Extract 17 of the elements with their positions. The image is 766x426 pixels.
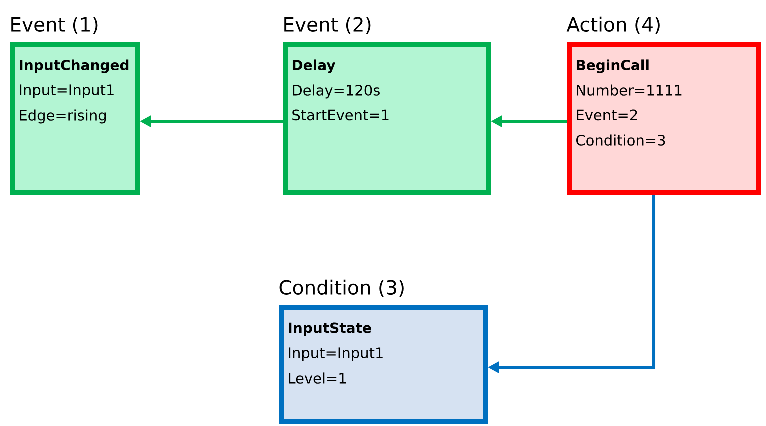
box-title: InputState xyxy=(289,322,372,336)
box-heading: Action (4) xyxy=(566,16,660,34)
parameter-text: Delay=120s xyxy=(293,84,380,99)
parameter-text: Input=Input1 xyxy=(289,348,383,362)
parameter-text: Condition=3 xyxy=(576,134,666,146)
box-title: Delay xyxy=(293,60,336,74)
box-title: InputChanged xyxy=(20,60,129,74)
parameter-text: StartEvent=1 xyxy=(292,110,389,121)
parameter-text: Level=1 xyxy=(289,372,346,384)
box-heading: Event (2) xyxy=(284,16,371,34)
box-title: BeginCall xyxy=(577,60,649,74)
parameter-text: Number=1111 xyxy=(577,84,682,96)
box-heading: Event (1) xyxy=(12,16,98,34)
parameter-text: Edge=rising xyxy=(20,110,106,124)
box-heading: Condition (3) xyxy=(280,280,404,298)
parameter-text: Event=2 xyxy=(577,110,638,121)
parameter-text: Input=Input1 xyxy=(20,84,114,98)
